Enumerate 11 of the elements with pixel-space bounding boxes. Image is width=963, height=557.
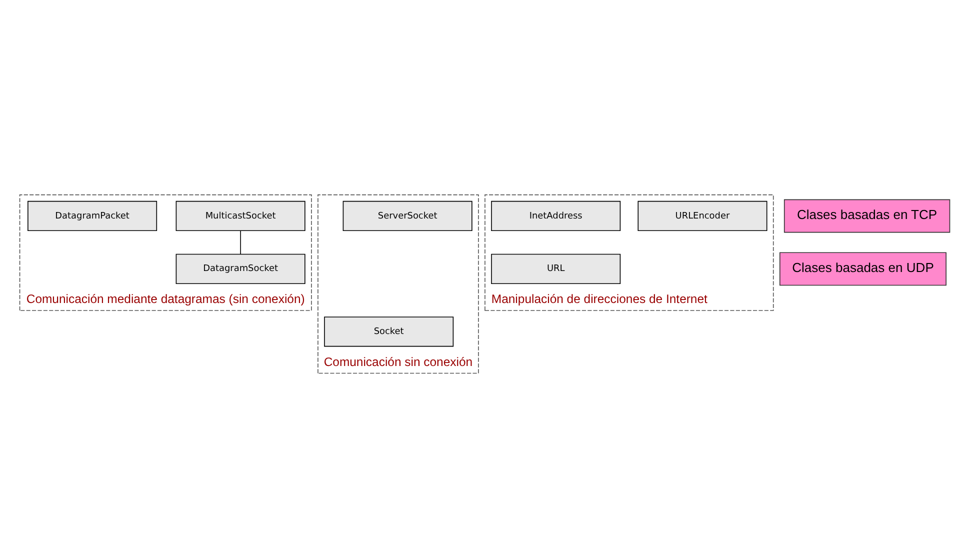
node-box: Clases basadas en TCP xyxy=(784,199,950,233)
node-box: ServerSocket xyxy=(342,200,472,232)
node-box: Socket xyxy=(324,316,454,347)
node-box: URLEncoder xyxy=(638,200,768,232)
node-box: DatagramSocket xyxy=(176,254,306,284)
node-box: URL xyxy=(491,254,621,284)
node-box: DatagramPacket xyxy=(28,200,158,232)
node-box: Clases basadas en UDP xyxy=(779,252,946,286)
node-box: InetAddress xyxy=(491,200,621,232)
connector xyxy=(240,230,241,255)
node-box: MulticastSocket xyxy=(176,200,306,232)
